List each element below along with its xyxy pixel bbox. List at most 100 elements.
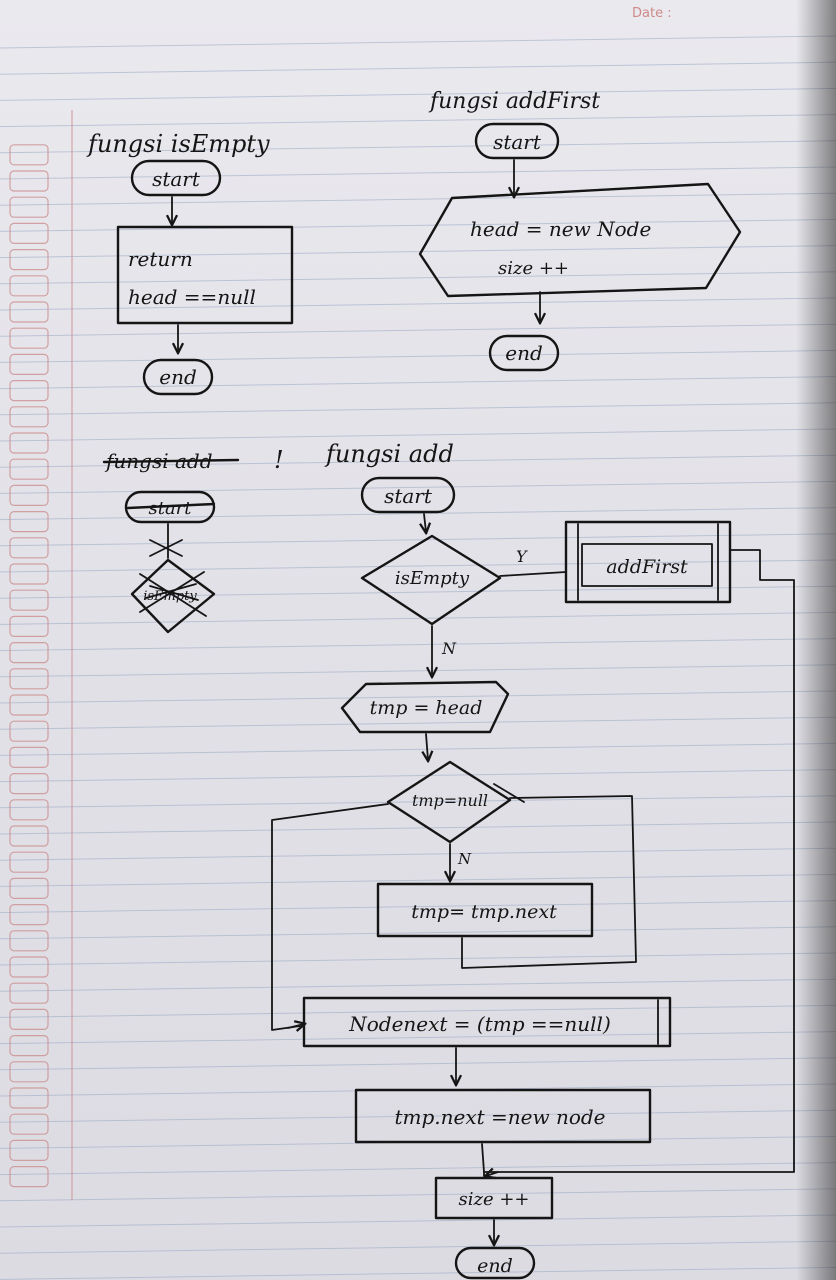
crossed-start-label: start — [148, 498, 192, 519]
add-call-addfirst-label: addFirst — [606, 556, 688, 578]
ruled-line — [0, 297, 836, 311]
ruled-line — [0, 1004, 836, 1018]
add-decision-isempty-label: isEmpty — [395, 568, 470, 589]
isempty-process-line1: return — [128, 247, 193, 271]
add-loop-no-label: N — [457, 850, 472, 868]
ruled-line — [0, 533, 836, 547]
add-no-label: N — [441, 639, 457, 658]
margin-box — [9, 222, 49, 244]
addfirst-start-label: start — [493, 130, 542, 154]
margin-box — [9, 327, 49, 349]
ruled-line — [0, 218, 836, 232]
ruled-line — [0, 847, 836, 861]
ruled-line — [0, 926, 836, 940]
date-label: Date : — [632, 6, 672, 21]
margin-box — [9, 144, 49, 166]
crossed-arrow-x2 — [149, 539, 183, 557]
ruled-line — [0, 978, 836, 992]
margin-box — [9, 903, 49, 926]
add-loop-body-box — [376, 882, 594, 938]
add-loop-exit-line — [271, 803, 389, 1031]
add-yes-return-line — [483, 549, 795, 1177]
ruled-line — [0, 166, 836, 180]
add-assign-tmp-hexagon — [340, 680, 510, 734]
add-yes-return-arrow — [486, 1172, 499, 1176]
ruled-line — [0, 140, 836, 154]
crossed-title-strike — [102, 458, 240, 464]
margin-box — [9, 432, 49, 454]
add-loop-exit-arrow — [287, 1024, 304, 1028]
add-arrow-2 — [426, 733, 428, 760]
ruled-line — [0, 900, 836, 914]
add-size-inc-label: size ++ — [458, 1189, 529, 1210]
isempty-title: fungsi isEmpty — [86, 130, 270, 158]
ruled-line — [0, 742, 836, 756]
addfirst-end-terminal — [488, 334, 560, 372]
add-call-addfirst-inner — [581, 543, 713, 587]
add-decision-loop-label: tmp=null — [412, 791, 488, 810]
ruled-line — [0, 559, 836, 573]
add-loop-body-label: tmp= tmp.next — [411, 901, 557, 923]
ruled-line — [0, 716, 836, 730]
ruled-line — [0, 428, 836, 442]
margin-box — [9, 772, 49, 795]
ruled-line — [0, 1162, 836, 1176]
isempty-end-terminal — [142, 358, 214, 396]
page-edge-shadow — [796, 0, 836, 1280]
ruled-line — [0, 507, 836, 521]
ruled-line — [0, 952, 836, 966]
ruled-line — [0, 245, 836, 259]
margin-box — [9, 641, 49, 664]
crossed-decision — [130, 558, 216, 634]
margin-box — [9, 458, 49, 480]
add-decision-loop-scribble — [493, 783, 525, 803]
ruled-line — [0, 87, 836, 101]
margin-box — [9, 1008, 49, 1031]
ruled-line — [0, 323, 836, 337]
ruled-line — [0, 638, 836, 652]
margin-box — [9, 956, 49, 978]
ruled-line — [0, 1031, 836, 1045]
flowchart-add: fungsi add start isEmpty Y addFirst N tm… — [271, 440, 795, 1280]
ruled-line — [0, 1188, 836, 1202]
add-end-label: end — [477, 1255, 513, 1277]
addfirst-process-hexagon — [418, 182, 742, 298]
ruled-line — [0, 35, 836, 49]
isempty-process-line2: head ==null — [128, 285, 256, 309]
add-start-label: start — [384, 484, 433, 508]
isempty-start-label: start — [152, 167, 201, 191]
margin-box — [9, 1165, 49, 1188]
ruled-line — [0, 114, 836, 128]
add-link-node-box — [354, 1088, 652, 1144]
margin-box — [9, 1113, 49, 1135]
crossed-decision-label: isEmpty — [143, 589, 197, 604]
margin-box — [9, 1034, 49, 1057]
ruled-line — [0, 192, 836, 206]
isempty-end-label: end — [159, 365, 197, 389]
flowchart-isempty: fungsi isEmpty start return head ==null … — [86, 130, 294, 396]
ruled-line — [0, 873, 836, 887]
margin-box — [9, 249, 49, 271]
add-yes-label: Y — [516, 547, 528, 566]
add-new-node-label: Nodenext = (tmp ==null) — [348, 1012, 611, 1036]
addfirst-end-label: end — [505, 341, 543, 365]
margin-box — [9, 694, 49, 716]
ruled-line — [0, 769, 836, 783]
addfirst-start-terminal — [474, 122, 560, 160]
add-title: fungsi add — [324, 440, 454, 468]
ruled-line — [0, 1266, 836, 1280]
add-call-addfirst-outer — [564, 520, 732, 604]
ruled-line — [0, 376, 836, 390]
margin-box — [9, 353, 49, 375]
margin-box — [9, 982, 49, 1004]
ruled-line — [0, 454, 836, 468]
margin-box — [9, 406, 49, 428]
add-yes-line — [499, 571, 567, 577]
margin-box — [9, 930, 49, 952]
margin-box — [9, 877, 49, 900]
add-decision-isempty — [360, 534, 502, 626]
crossed-start-strike — [126, 502, 216, 510]
margin-box — [9, 511, 49, 533]
